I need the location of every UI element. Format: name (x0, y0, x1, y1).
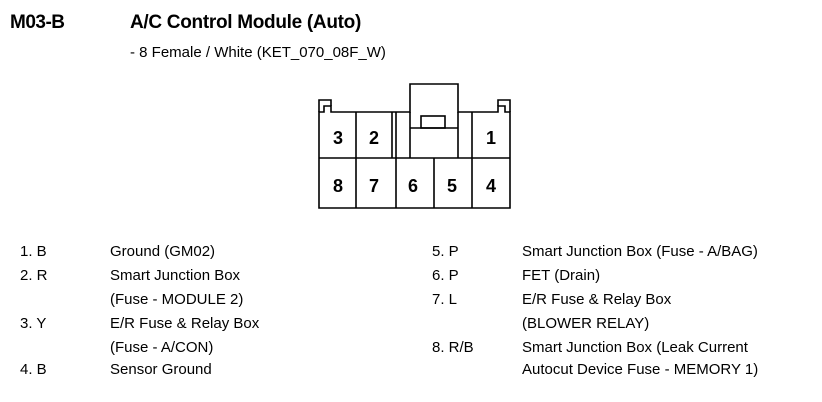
pin-description: Smart Junction Box (Leak Current (522, 339, 748, 356)
pin-description: Smart Junction Box (Fuse - A/BAG) (522, 243, 758, 260)
pin-description-continued: (BLOWER RELAY) (522, 315, 650, 332)
pin-label-1: 1 (486, 128, 496, 148)
pin-description-continued: (Fuse - MODULE 2) (110, 291, 244, 308)
pin-number: 7. L (432, 291, 458, 308)
pin-label-2: 2 (369, 128, 379, 148)
pin-description: Ground (GM02) (110, 243, 216, 260)
pin-description: FET (Drain) (522, 267, 601, 284)
pin-label-5: 5 (447, 176, 457, 196)
pin-number: 1. B (20, 243, 47, 260)
pin-number: 2. R (20, 267, 48, 284)
pin-label-6: 6 (408, 176, 418, 196)
pin-description: E/R Fuse & Relay Box (522, 291, 672, 308)
pin-label-4: 4 (486, 176, 496, 196)
pin-number: 3. Y (20, 315, 47, 332)
pin-number: 6. P (432, 267, 459, 284)
pin-label-7: 7 (369, 176, 379, 196)
pin-label-3: 3 (333, 128, 343, 148)
pin-label-8: 8 (333, 176, 343, 196)
right-latch (497, 99, 511, 112)
pin-description-continued: (Fuse - A/CON) (110, 339, 214, 356)
connector-diagram: 3 2 1 8 7 6 5 4 (318, 83, 511, 209)
left-latch (318, 99, 332, 112)
page-title: A/C Control Module (Auto) (130, 12, 362, 33)
pin-number: 8. R/B (432, 339, 474, 356)
pin-description-continued: Autocut Device Fuse - MEMORY 1) (522, 361, 759, 378)
pin-number: 5. P (432, 243, 459, 260)
pin-description: E/R Fuse & Relay Box (110, 315, 260, 332)
connector-subtitle: - 8 Female / White (KET_070_08F_W) (130, 44, 386, 61)
pin-description: Smart Junction Box (110, 267, 241, 284)
pin-description: Sensor Ground (110, 361, 212, 378)
pin-number: 4. B (20, 361, 47, 378)
connector-key (420, 115, 446, 129)
connector-code: M03-B (10, 12, 65, 33)
